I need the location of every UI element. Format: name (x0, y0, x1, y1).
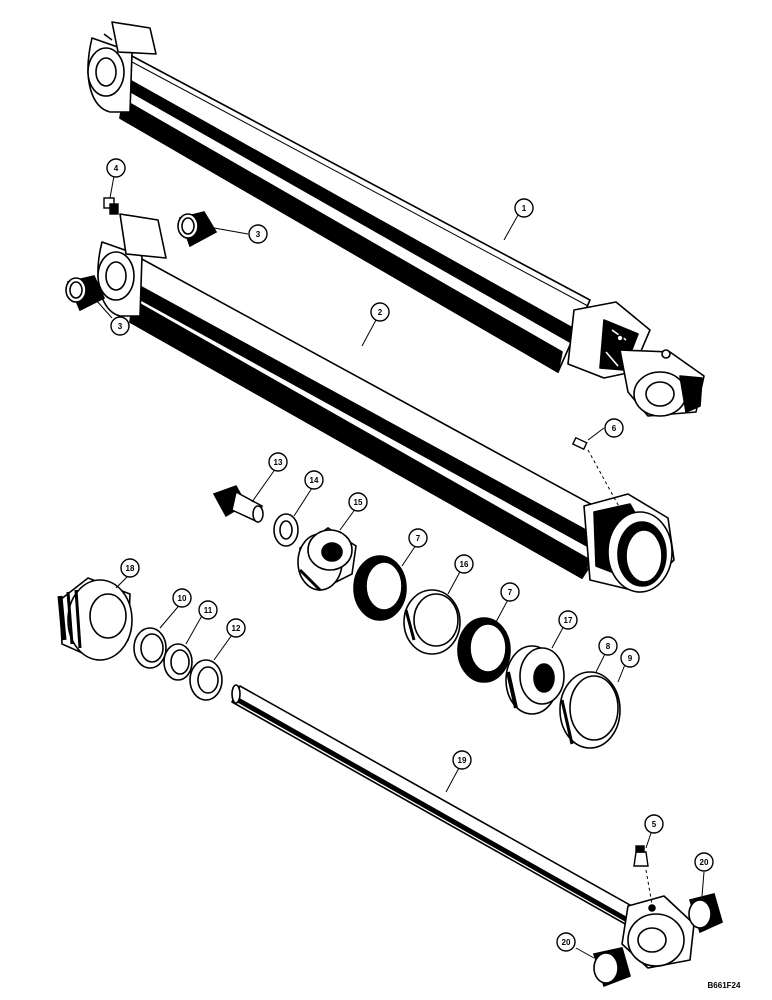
callout-7b: 7 (500, 582, 520, 602)
callout-11: 11 (198, 600, 218, 620)
cylinder-assembly-1 (87, 21, 705, 417)
grease-fitting-4 (103, 197, 119, 215)
cylinder-barrel-2 (97, 213, 675, 593)
svg-text:5: 5 (652, 820, 657, 829)
svg-text:3: 3 (256, 230, 261, 239)
svg-text:15: 15 (354, 498, 363, 507)
callout-17: 17 (558, 610, 578, 630)
piston-rod-19 (231, 684, 695, 969)
svg-text:14: 14 (310, 476, 319, 485)
backup-ring-11 (163, 643, 193, 681)
callout-13: 13 (268, 452, 288, 472)
callout-3a: 3 (248, 224, 268, 244)
callout-19: 19 (452, 750, 472, 770)
svg-text:7: 7 (508, 588, 513, 597)
callout-10: 10 (172, 588, 192, 608)
grease-fitting-5 (633, 845, 649, 867)
callout-12: 12 (226, 618, 246, 638)
wiper-seal-12 (189, 659, 223, 701)
svg-text:20: 20 (700, 858, 709, 867)
bushing-3-right (177, 211, 218, 248)
rod-seal-10 (133, 627, 167, 669)
wear-ring-16 (403, 589, 461, 655)
callout-1: 1 (514, 198, 534, 218)
svg-text:12: 12 (232, 624, 241, 633)
bushing-3-left (65, 275, 106, 312)
callout-4: 4 (106, 158, 126, 178)
cylinder-head-18 (57, 577, 133, 661)
ring-8-9 (559, 671, 621, 749)
callout-2: 2 (370, 302, 390, 322)
callout-20a: 20 (694, 852, 714, 872)
svg-text:16: 16 (460, 560, 469, 569)
bleeder-screw-6 (571, 436, 588, 451)
piston-15 (297, 527, 357, 592)
figure-reference-code: B661F24 (708, 981, 741, 990)
callout-6: 6 (604, 418, 624, 438)
callout-15: 15 (348, 492, 368, 512)
callout-8: 8 (598, 636, 618, 656)
svg-text:18: 18 (126, 564, 135, 573)
svg-text:4: 4 (114, 164, 119, 173)
bushing-20-left (592, 947, 631, 988)
svg-text:8: 8 (606, 642, 611, 651)
svg-text:1: 1 (522, 204, 527, 213)
callout-14: 14 (304, 470, 324, 490)
callout-7a: 7 (408, 528, 428, 548)
svg-text:9: 9 (628, 654, 633, 663)
svg-text:19: 19 (458, 756, 467, 765)
svg-text:6: 6 (612, 424, 617, 433)
svg-text:10: 10 (178, 594, 187, 603)
svg-text:2: 2 (378, 308, 383, 317)
callout-20b: 20 (556, 932, 576, 952)
callout-16: 16 (454, 554, 474, 574)
washer-14 (273, 513, 299, 547)
svg-text:20: 20 (562, 938, 571, 947)
leader-lines (95, 175, 705, 959)
piston-seal-7a (353, 555, 407, 621)
svg-text:7: 7 (416, 534, 421, 543)
callout-5: 5 (644, 814, 664, 834)
callout-3b: 3 (110, 316, 130, 336)
bushing-20-right (688, 893, 723, 934)
piston-bolt-13 (212, 485, 264, 524)
callout-18: 18 (120, 558, 140, 578)
svg-text:11: 11 (204, 606, 213, 615)
callout-9: 9 (620, 648, 640, 668)
svg-text:17: 17 (564, 616, 573, 625)
piston-seal-7b (457, 617, 511, 683)
callouts: 1 2 3 3 4 5 6 7 7 8 9 10 11 12 13 14 15 … (106, 158, 714, 952)
svg-text:13: 13 (274, 458, 283, 467)
svg-text:3: 3 (118, 322, 123, 331)
gland-17 (505, 645, 565, 715)
